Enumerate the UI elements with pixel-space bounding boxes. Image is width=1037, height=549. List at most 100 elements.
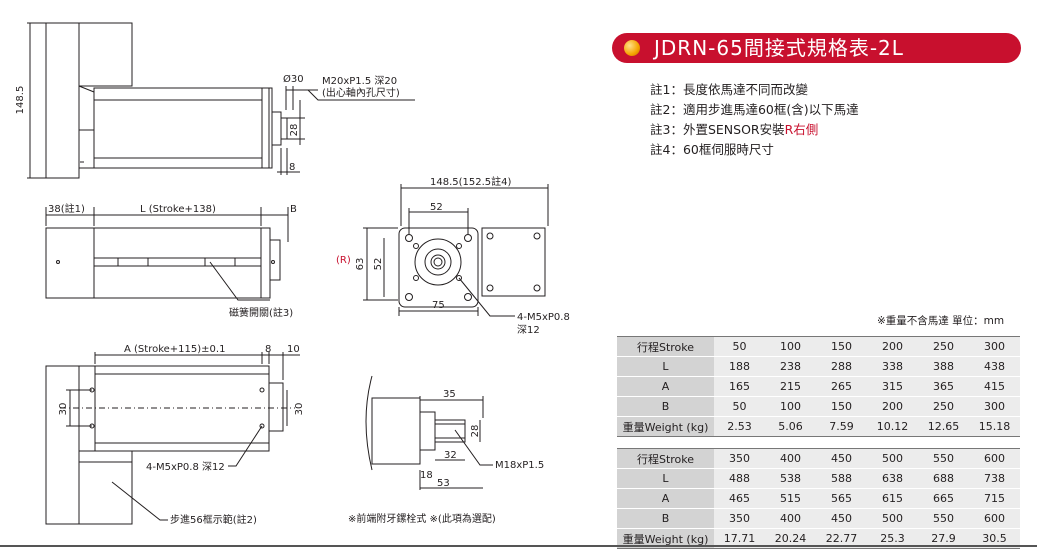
table-cell: 415 <box>969 376 1020 397</box>
table-cell: 600 <box>969 448 1020 469</box>
table-cell: 50 <box>714 396 765 417</box>
table-cell: 2.53 <box>714 416 765 437</box>
table-cell: 165 <box>714 376 765 397</box>
table-cell: 300 <box>969 396 1020 417</box>
dim-L: L (Stroke+138) <box>140 204 216 215</box>
table-cell: 12.65 <box>918 416 969 437</box>
table-cell: 265 <box>816 376 867 397</box>
table-cell: 350 <box>714 508 765 529</box>
table-cell: 17.71 <box>714 528 765 549</box>
dim-38: 38(註1) <box>48 203 85 215</box>
row-label: A <box>617 376 714 397</box>
dim-width-148: 148.5(152.5註4) <box>430 176 512 188</box>
table-cell: 450 <box>816 508 867 529</box>
table-cell: 450 <box>816 448 867 469</box>
dim-52-top: 52 <box>430 202 443 213</box>
thread-note-1: M20xP1.5 深20 <box>322 75 397 87</box>
dim-A: A (Stroke+115)±0.1 <box>124 344 225 355</box>
table-cell: 388 <box>918 356 969 377</box>
table-cell: 250 <box>918 396 969 417</box>
m18-note: M18xP1.5 <box>495 460 544 471</box>
divider <box>0 545 1037 547</box>
table-cell: 100 <box>765 396 816 417</box>
row-label: 重量Weight (kg) <box>617 416 714 437</box>
table-cell: 300 <box>969 336 1020 357</box>
dim-28b: 28 <box>470 425 481 438</box>
dim-8: 8 <box>289 162 295 173</box>
row-label: B <box>617 508 714 529</box>
row-label: 重量Weight (kg) <box>617 528 714 549</box>
dim-dia30: Ø30 <box>283 73 304 85</box>
table-cell: 250 <box>918 336 969 357</box>
dim-30-right: 30 <box>294 403 305 416</box>
dim-height-148: 148.5 <box>15 86 26 115</box>
table-cell: 188 <box>714 356 765 377</box>
table-cell: 100 <box>765 336 816 357</box>
m5-bottom-note: 4-M5xP0.8 深12 <box>146 461 225 473</box>
dim-8b: 8 <box>265 344 271 355</box>
table-cell: 50 <box>714 336 765 357</box>
table-cell: 10.12 <box>867 416 918 437</box>
table-cell: 150 <box>816 396 867 417</box>
table-cell: 400 <box>765 448 816 469</box>
thread-note-2: (出心軸內孔尺寸) <box>322 86 400 99</box>
note-4: 註4：60框伺服時尺寸 <box>650 142 774 157</box>
dim-52-side: 52 <box>373 258 384 271</box>
m5-end-note-2: 深12 <box>517 324 540 336</box>
dim-75: 75 <box>432 300 445 311</box>
table-cell: 500 <box>867 448 918 469</box>
table-cell: 20.24 <box>765 528 816 549</box>
table-cell: 150 <box>816 336 867 357</box>
row-label: B <box>617 396 714 417</box>
title-text: JDRN-65間接式規格表-2L <box>654 36 904 60</box>
table-cell: 738 <box>969 468 1020 489</box>
table-cell: 215 <box>765 376 816 397</box>
dim-28: 28 <box>289 124 300 137</box>
dim-53: 53 <box>437 478 450 489</box>
note-2: 註2：適用步進馬達60框(含)以下馬達 <box>650 102 859 117</box>
row-label: 行程Stroke <box>617 336 714 357</box>
table-cell: 715 <box>969 488 1020 509</box>
table-cell: 315 <box>867 376 918 397</box>
table-cell: 600 <box>969 508 1020 529</box>
table-cell: 688 <box>918 468 969 489</box>
technical-drawing: 148.5 Ø30 M20xP1.5 深20 (出心軸內孔尺寸) 28 8 38… <box>15 22 570 526</box>
table-cell: 400 <box>765 508 816 529</box>
table-cell: 365 <box>918 376 969 397</box>
table-cell: 665 <box>918 488 969 509</box>
dim-63: 63 <box>355 258 366 271</box>
notes-list: 註1：長度依馬達不同而改變 註2：適用步進馬達60框(含)以下馬達 註3：外置S… <box>650 80 859 160</box>
table-cell: 15.18 <box>969 416 1020 437</box>
table-cell: 465 <box>714 488 765 509</box>
row-label: A <box>617 488 714 509</box>
note-1: 註1：長度依馬達不同而改變 <box>650 82 808 97</box>
bullet-icon <box>624 40 640 56</box>
unit-note: ※重量不含馬達 單位：mm <box>877 315 1005 327</box>
table-cell: 200 <box>867 396 918 417</box>
dim-18: 18 <box>420 470 433 481</box>
row-label: L <box>617 356 714 377</box>
table-cell: 515 <box>765 488 816 509</box>
table-cell: 27.9 <box>918 528 969 549</box>
dim-R: (R) <box>336 255 351 266</box>
table-cell: 500 <box>867 508 918 529</box>
table-cell: 615 <box>867 488 918 509</box>
table-cell: 438 <box>969 356 1020 377</box>
table-cell: 238 <box>765 356 816 377</box>
table-cell: 488 <box>714 468 765 489</box>
table-cell: 550 <box>918 448 969 469</box>
dim-B: B <box>290 204 297 215</box>
motor-range-note: 步進56框示範(註2) <box>170 513 257 526</box>
table-cell: 338 <box>867 356 918 377</box>
table-cell: 638 <box>867 468 918 489</box>
